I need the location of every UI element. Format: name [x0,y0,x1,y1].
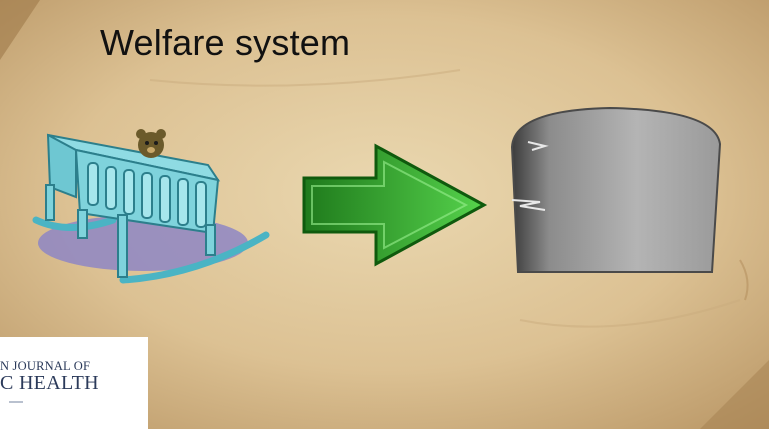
green-arrow-icon [298,140,488,270]
tombstone-illustration [500,102,735,274]
journal-logo: N JOURNAL OF C HEALTH [0,337,148,429]
slide-title: Welfare system [100,22,350,64]
cradle-illustration [28,125,288,290]
journal-logo-small-text [9,401,23,403]
journal-logo-line2: C HEALTH [0,372,99,395]
